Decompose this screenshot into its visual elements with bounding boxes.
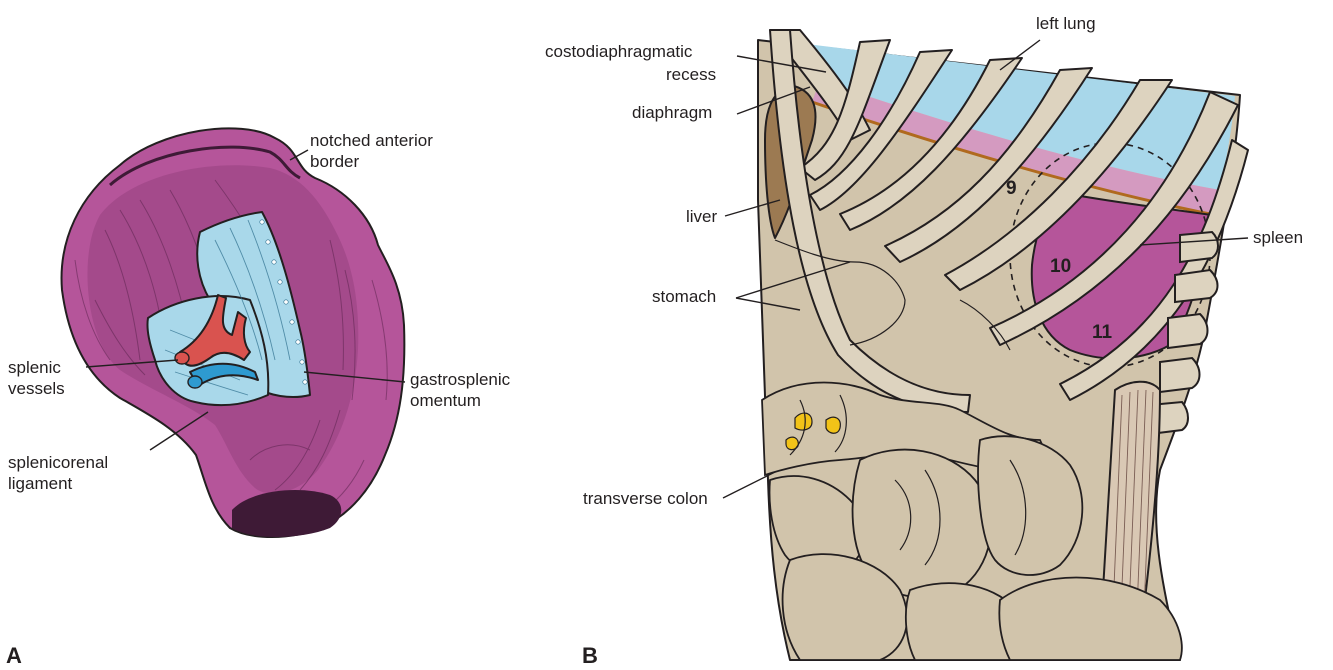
label-liver: liver <box>686 207 718 226</box>
label-notched-border-1: notched anterior <box>310 131 433 150</box>
rib-number-11: 11 <box>1092 322 1113 343</box>
panel-letter-a: A <box>6 643 22 668</box>
label-left-lung: left lung <box>1036 14 1096 33</box>
leader-left-lung <box>1000 40 1040 70</box>
label-splenicorenal-1: splenicorenal <box>8 453 108 472</box>
label-splenicorenal-2: ligament <box>8 474 73 493</box>
label-costodiaphragmatic-2: recess <box>666 65 716 84</box>
label-splenic-vessels-2: vessels <box>8 379 65 398</box>
rib-number-10: 10 <box>1050 256 1071 277</box>
label-spleen: spleen <box>1253 228 1303 247</box>
rib-number-9: 9 <box>1006 178 1017 199</box>
label-stomach: stomach <box>652 287 716 306</box>
panel-letter-b: B <box>582 643 598 668</box>
panel-b: 9 10 11 costodiaphragmatic recess left l… <box>545 14 1303 668</box>
panel-a: notched anterior border splenic vessels … <box>6 128 511 668</box>
label-diaphragm: diaphragm <box>632 103 712 122</box>
splenic-vein-cut-end <box>188 376 202 388</box>
label-transverse-colon: transverse colon <box>583 489 708 508</box>
label-gastrosplenic-2: omentum <box>410 391 481 410</box>
splenic-artery-cut-end <box>175 352 189 364</box>
label-gastrosplenic-1: gastrosplenic <box>410 370 511 389</box>
label-splenic-vessels-1: splenic <box>8 358 61 377</box>
label-notched-border-2: border <box>310 152 359 171</box>
label-costodiaphragmatic-1: costodiaphragmatic <box>545 42 693 61</box>
